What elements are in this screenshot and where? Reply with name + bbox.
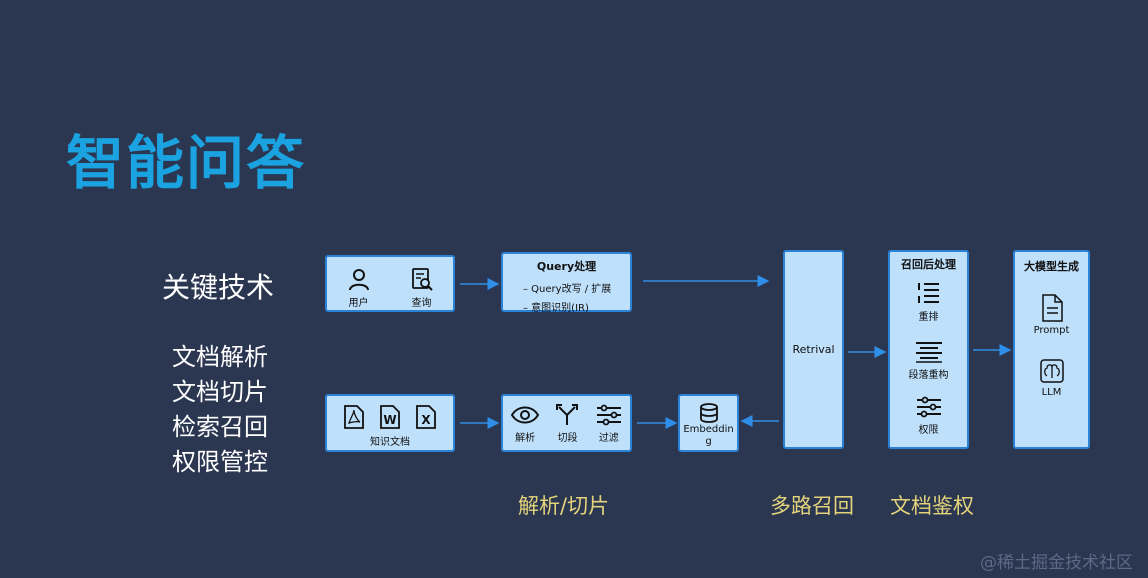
page-title: 智能问答 — [66, 129, 307, 197]
section-label-parse: 解析/切片 — [518, 494, 610, 518]
prompt-label: Prompt — [1033, 325, 1070, 336]
svg-text:W: W — [383, 413, 396, 427]
filter-label: 过滤 — [598, 433, 619, 444]
eye-icon — [511, 406, 540, 424]
search-doc-icon — [411, 268, 433, 291]
pdf-icon — [344, 405, 364, 429]
user-icon — [348, 269, 369, 291]
llm-generation-title: 大模型生成 — [1024, 260, 1079, 273]
rerank-label: 重排 — [918, 312, 939, 323]
post-recall-box: 召回后处理 重排 段落重构 权限 — [888, 250, 969, 449]
embedding-label-1: Embeddin — [683, 424, 734, 435]
prompt-item: Prompt — [1015, 294, 1088, 336]
user-query-box: 用户 查询 — [325, 255, 455, 312]
svg-text:X: X — [421, 413, 431, 427]
list-icon — [917, 283, 939, 303]
section-label-recall: 多路召回 — [770, 494, 854, 518]
database-icon — [699, 403, 718, 423]
user-item: 用户 — [347, 267, 371, 309]
query-processing-title: Query处理 — [536, 260, 597, 273]
llm-label: LLM — [1041, 387, 1062, 398]
paragraph-rebuild-item: 段落重构 — [890, 341, 967, 381]
paragraph-rebuild-label: 段落重构 — [908, 370, 949, 381]
knowledge-docs-label: 知识文档 — [370, 437, 410, 448]
tech-item: 权限管控 — [172, 448, 268, 476]
tech-item: 文档解析 — [172, 343, 268, 371]
rerank-item: 重排 — [890, 281, 967, 323]
embedding-label-2: g — [705, 436, 712, 447]
llm-item: LLM — [1015, 358, 1088, 398]
retrival-box: Retrival — [783, 250, 844, 449]
intent-recognition-line: – 意图识别(IR) — [523, 303, 589, 314]
user-label: 用户 — [348, 298, 369, 309]
document-icon — [1041, 294, 1063, 322]
query-rewrite-line: – Query改写 / 扩展 — [523, 284, 612, 295]
query-label: 查询 — [411, 298, 432, 309]
parse-item: 解析 — [511, 404, 540, 444]
embedding-box: Embeddin g — [678, 394, 739, 452]
watermark: @稀土掘金技术社区 — [980, 553, 1133, 573]
parse-label: 解析 — [515, 433, 536, 444]
post-recall-title: 召回后处理 — [901, 258, 956, 271]
retrival-label: Retrival — [792, 343, 835, 356]
permission-label: 权限 — [918, 425, 939, 436]
sliders-icon — [916, 396, 941, 418]
filter-icon — [596, 404, 621, 426]
brain-icon — [1039, 359, 1064, 383]
chunk-item: 切段 — [555, 404, 579, 444]
section-label-auth: 文档鉴权 — [890, 494, 974, 518]
word-icon: W — [380, 405, 400, 429]
tech-item: 检索召回 — [172, 413, 268, 441]
query-processing-box: Query处理 – Query改写 / 扩展 – 意图识别(IR) — [501, 252, 632, 314]
excel-icon: X — [416, 405, 436, 429]
tech-item: 文档切片 — [172, 378, 268, 406]
key-tech-label: 关键技术 — [162, 271, 275, 304]
filter-item: 过滤 — [596, 404, 622, 444]
llm-generation-box: 大模型生成 Prompt LLM — [1013, 250, 1090, 449]
split-icon — [556, 404, 579, 425]
permission-item: 权限 — [890, 396, 967, 436]
chunk-label: 切段 — [557, 433, 578, 444]
tech-list: 文档解析 文档切片 检索召回 权限管控 — [172, 340, 268, 480]
parse-chunk-box: 解析 切段 过滤 — [501, 394, 632, 452]
align-icon — [915, 342, 942, 363]
knowledge-docs-box: W X 知识文档 — [325, 394, 455, 452]
query-item: 查询 — [410, 267, 434, 309]
